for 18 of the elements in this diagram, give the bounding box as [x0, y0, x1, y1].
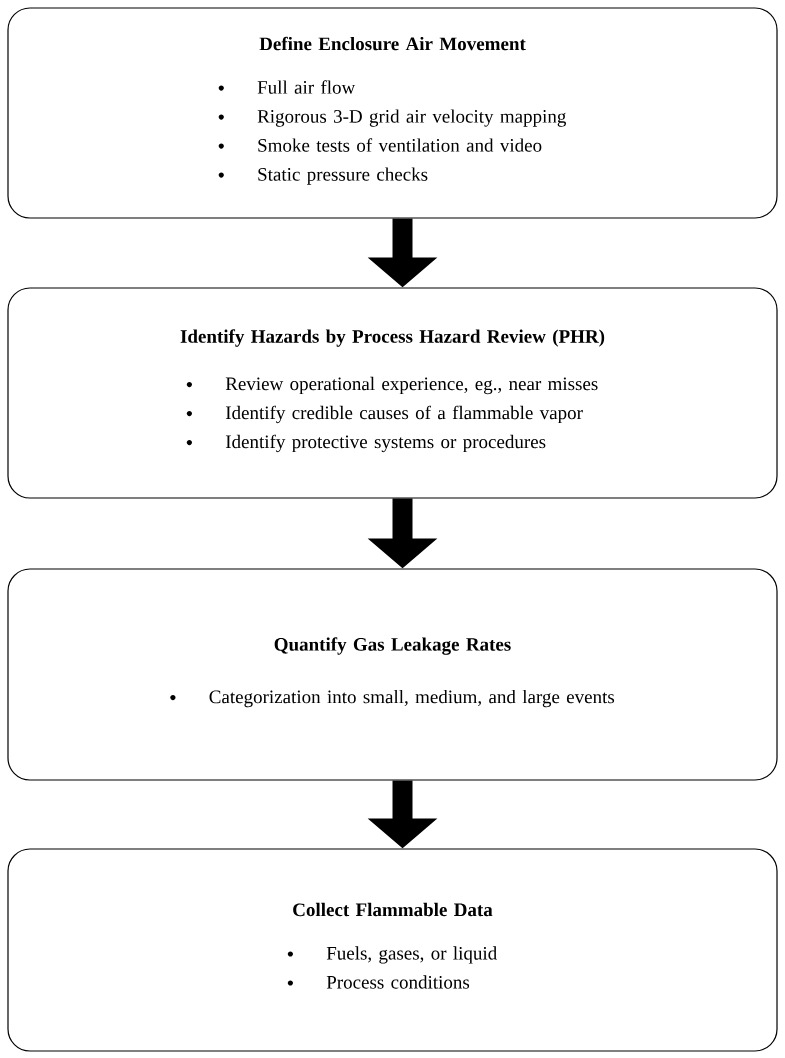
bullet-item: Full air flow — [257, 80, 356, 94]
bullet-item: Identify credible causes of a flammable vapor — [225, 405, 583, 424]
bullet-item: Review operational experience, eg., near misses — [225, 376, 598, 395]
bullet-item: Categorization into small, medium, and large events — [209, 689, 615, 708]
step-box — [7, 568, 778, 781]
bullet-item: Identify protective systems or procedures — [225, 434, 546, 453]
bullet-item: Static pressure checks — [258, 167, 428, 185]
heading: Define Enclosure Air Movement — [259, 36, 526, 51]
step-box — [7, 848, 778, 1052]
heading: Collect Flammable Data — [293, 902, 493, 917]
step-box — [7, 7, 778, 219]
bullet-item: Rigorous 3-D grid air velocity mapping — [257, 109, 566, 127]
heading: Identify Hazards by Process Hazard Review (PHR) — [180, 329, 605, 347]
bullet-item: Smoke tests of ventilation and video — [258, 138, 542, 152]
bullet-item: Process conditions — [326, 975, 470, 989]
step-box — [7, 287, 778, 499]
bullet-item: Fuels, gases, or liquid — [326, 946, 497, 964]
heading: Quantify Gas Leakage Rates — [274, 637, 511, 655]
